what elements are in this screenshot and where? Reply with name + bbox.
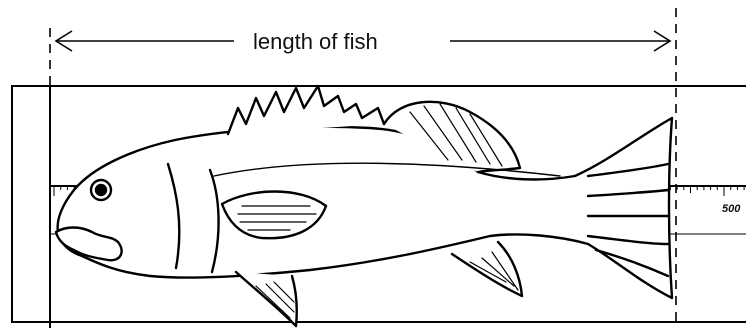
fish-drawing [56,86,672,326]
fish-body [58,118,672,298]
pelvic-fin [236,272,297,326]
fish-pupil [96,185,106,195]
anal-fin [452,242,522,296]
length-label: length of fish [253,29,378,54]
scale-label-500: 500 [722,203,741,215]
